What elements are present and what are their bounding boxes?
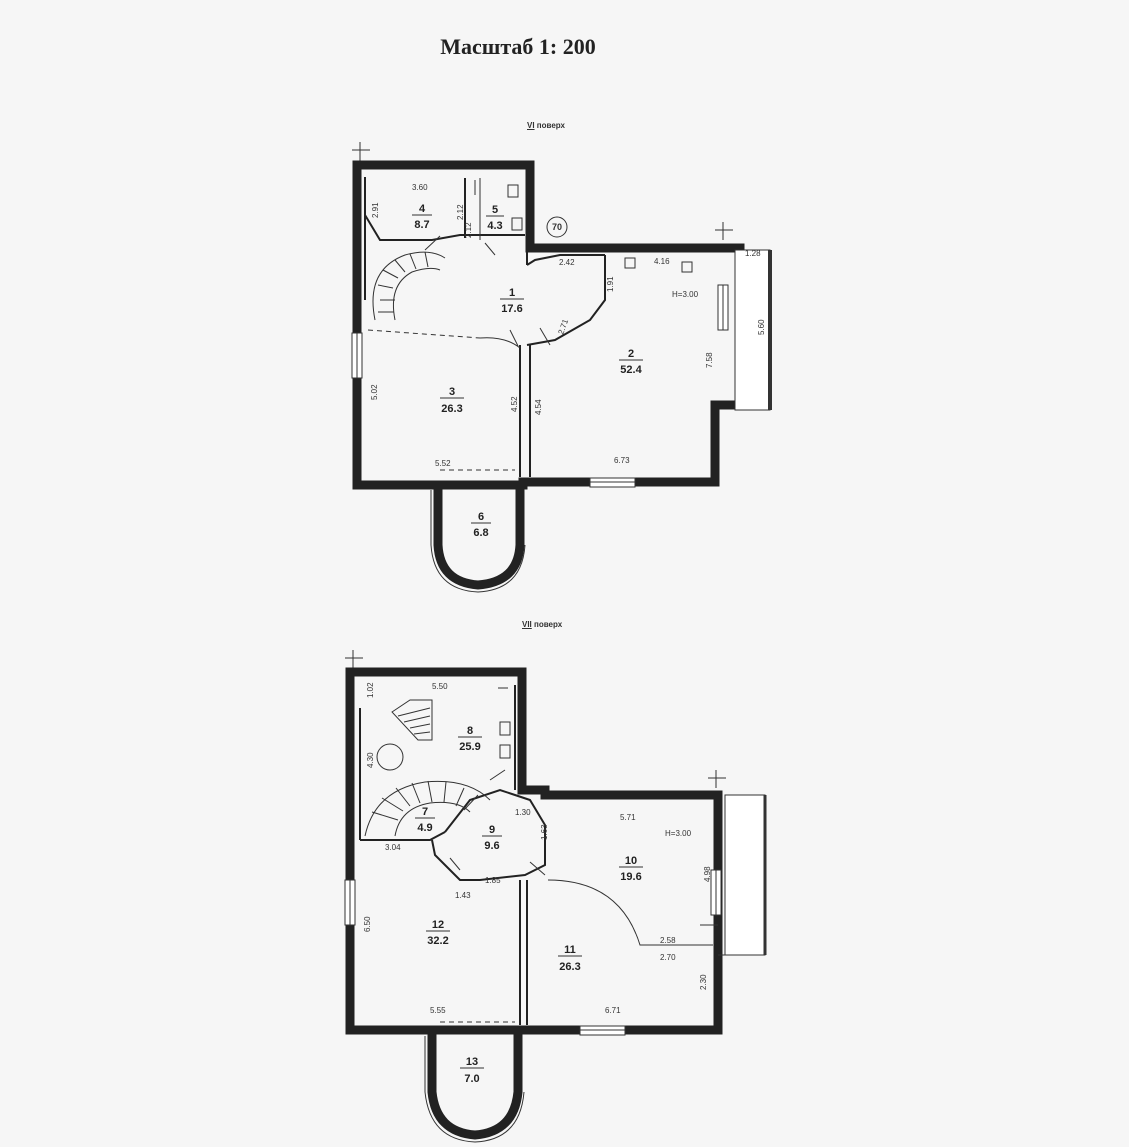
svg-text:4.3: 4.3 — [487, 220, 502, 232]
svg-text:4: 4 — [419, 203, 426, 215]
floor-plan-vii: 8 25.9 7 4.9 9 9.6 10 19.6 11 26.3 12 32… — [344, 650, 767, 1143]
svg-text:3: 3 — [449, 386, 455, 398]
balcony-vii — [724, 794, 766, 956]
svg-text:4.98: 4.98 — [703, 866, 712, 882]
dimensions-vii: 1.02 5.50 4.30 1.30 5.71 1.63 3.04 1.85 … — [363, 682, 712, 1015]
svg-text:32.2: 32.2 — [427, 935, 448, 947]
svg-text:13: 13 — [466, 1056, 478, 1068]
room-label-10: 10 19.6 — [619, 855, 643, 883]
svg-text:26.3: 26.3 — [559, 961, 580, 973]
svg-text:5: 5 — [492, 204, 498, 216]
svg-text:5.60: 5.60 — [757, 319, 766, 335]
svg-text:2.91: 2.91 — [371, 202, 380, 218]
svg-text:8: 8 — [467, 725, 473, 737]
svg-text:19.6: 19.6 — [620, 871, 641, 883]
svg-text:1.85: 1.85 — [485, 876, 501, 885]
svg-text:6.73: 6.73 — [614, 456, 630, 465]
room-label-9: 9 9.6 — [482, 824, 502, 852]
svg-text:2.30: 2.30 — [699, 974, 708, 990]
svg-text:2.12: 2.12 — [464, 222, 473, 238]
svg-text:5.50: 5.50 — [432, 682, 448, 691]
svg-text:6: 6 — [478, 511, 484, 523]
svg-text:6.71: 6.71 — [605, 1006, 621, 1015]
svg-text:26.3: 26.3 — [441, 403, 462, 415]
room-label-2: 2 52.4 — [619, 348, 643, 376]
ceiling-height: H=3.00 — [672, 290, 699, 299]
svg-text:1: 1 — [509, 287, 515, 299]
svg-text:6.8: 6.8 — [473, 527, 488, 539]
svg-text:2.42: 2.42 — [559, 258, 575, 267]
svg-text:1.28: 1.28 — [745, 249, 761, 258]
room-label-6: 6 6.8 — [471, 511, 491, 539]
ceiling-height: H=3.00 — [665, 829, 692, 838]
room-label-3: 3 26.3 — [440, 386, 464, 415]
scale-title: Масштаб 1: 200 — [440, 34, 596, 59]
svg-text:25.9: 25.9 — [459, 741, 480, 753]
svg-text:3.04: 3.04 — [385, 843, 401, 852]
svg-text:11: 11 — [564, 944, 576, 956]
bay-room-13 — [427, 1034, 523, 1140]
svg-text:1.30: 1.30 — [515, 808, 531, 817]
floor-label-vi: VI поверх — [527, 121, 565, 130]
svg-text:10: 10 — [625, 855, 637, 867]
room-label-8: 8 25.9 — [458, 725, 482, 753]
svg-text:7: 7 — [422, 806, 428, 818]
svg-text:2.58: 2.58 — [660, 936, 676, 945]
floor-label-vii: VII поверх — [522, 620, 562, 629]
svg-text:5.02: 5.02 — [370, 384, 379, 400]
svg-text:4.54: 4.54 — [534, 399, 543, 415]
svg-text:3.60: 3.60 — [412, 183, 428, 192]
bay-room-6 — [433, 488, 525, 590]
axis-marker — [546, 216, 568, 238]
room-label-13: 13 7.0 — [460, 1056, 484, 1085]
svg-text:1.63: 1.63 — [540, 824, 549, 840]
svg-text:4.52: 4.52 — [510, 396, 519, 412]
svg-text:2: 2 — [628, 348, 634, 360]
svg-text:6.50: 6.50 — [363, 916, 372, 932]
room-label-7: 7 4.9 — [415, 806, 435, 834]
svg-text:7.0: 7.0 — [464, 1073, 479, 1085]
room-label-4: 4 8.7 — [412, 203, 432, 231]
outer-wall-vii — [345, 667, 723, 1035]
svg-text:5.71: 5.71 — [620, 813, 636, 822]
svg-text:2.12: 2.12 — [456, 204, 465, 220]
svg-text:52.4: 52.4 — [620, 364, 642, 376]
svg-text:8.7: 8.7 — [414, 219, 429, 231]
svg-text:4.16: 4.16 — [654, 257, 670, 266]
svg-text:9.6: 9.6 — [484, 840, 499, 852]
svg-text:4.9: 4.9 — [417, 822, 432, 834]
room-label-1: 1 17.6 — [500, 287, 524, 315]
room-label-12: 12 32.2 — [426, 919, 450, 947]
svg-text:17.6: 17.6 — [501, 303, 522, 315]
svg-text:1.43: 1.43 — [455, 891, 471, 900]
svg-text:1.02: 1.02 — [366, 682, 375, 698]
svg-text:5.55: 5.55 — [430, 1006, 446, 1015]
svg-text:1.91: 1.91 — [606, 276, 615, 292]
axis-label: 70 — [552, 222, 562, 232]
svg-text:7.58: 7.58 — [705, 352, 714, 368]
floor-word: поверх — [534, 121, 565, 130]
floor-plan-vi: 70 4 8.7 5 4.3 1 17.6 2 52.4 3 26.3 6 — [351, 142, 772, 593]
floor-word: поверх — [531, 620, 563, 629]
svg-text:2.70: 2.70 — [660, 953, 676, 962]
svg-text:5.52: 5.52 — [435, 459, 451, 468]
room-label-5: 5 4.3 — [486, 204, 504, 232]
svg-text:4.30: 4.30 — [366, 752, 375, 768]
room-label-11: 11 26.3 — [558, 944, 582, 973]
outer-wall-vi — [352, 160, 745, 490]
floor-number: VI — [527, 121, 535, 130]
svg-text:9: 9 — [489, 824, 495, 836]
floor-number: VII — [522, 620, 532, 629]
svg-text:12: 12 — [432, 919, 444, 931]
